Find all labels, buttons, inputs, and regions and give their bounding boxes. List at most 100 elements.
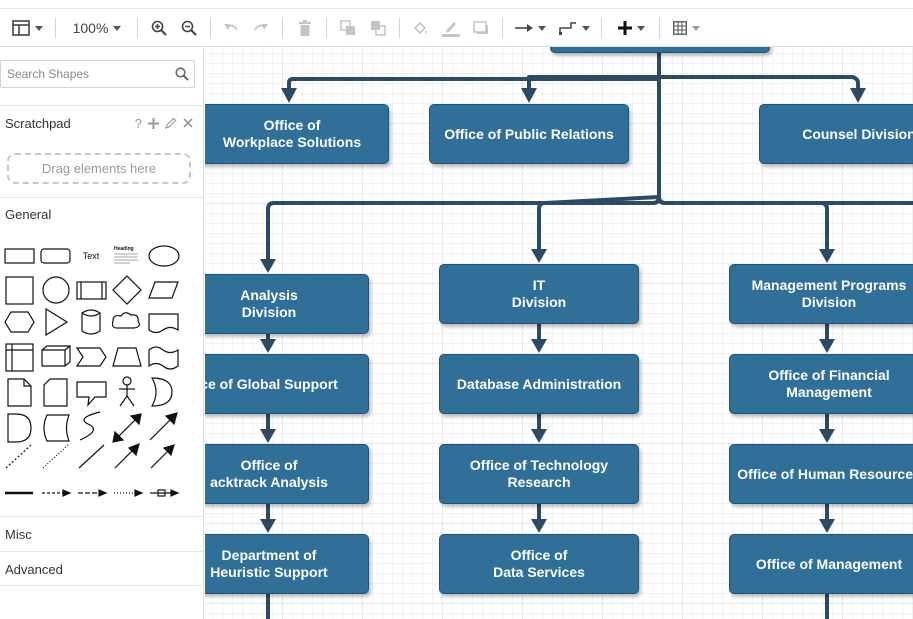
shape-parallelogram[interactable] — [148, 281, 179, 299]
shape-dotted-arrow[interactable] — [114, 489, 144, 497]
shape-step[interactable] — [75, 347, 107, 367]
shape-trapezoid[interactable] — [112, 347, 142, 367]
fill-color-button[interactable] — [409, 9, 433, 47]
shape-line[interactable] — [78, 444, 105, 469]
edge[interactable] — [659, 75, 860, 92]
node-database-administration[interactable]: Database Administration — [439, 354, 639, 414]
zoom-dropdown[interactable]: 100% — [66, 9, 128, 47]
node-workplace-solutions[interactable]: Office of Workplace Solutions — [205, 104, 389, 164]
edge[interactable] — [287, 52, 661, 92]
chevron-down-icon — [537, 25, 546, 31]
node-global-support[interactable]: ce of Global Support — [205, 354, 369, 414]
fill-color-icon — [413, 21, 427, 35]
shape-tape[interactable] — [148, 346, 179, 370]
shape-internal-storage[interactable] — [5, 343, 34, 372]
shape-rounded-rectangle[interactable] — [40, 248, 71, 264]
misc-section-header[interactable]: Misc — [0, 516, 203, 551]
diagram-canvas[interactable]: Office of Workplace Solutions Office of … — [205, 47, 913, 619]
shape-arrow[interactable] — [149, 412, 178, 441]
node-top-root[interactable] — [550, 47, 770, 53]
redo-button[interactable] — [249, 9, 273, 47]
insert-dropdown[interactable] — [612, 9, 650, 47]
node-heuristic-support[interactable]: Department of Heuristic Support — [205, 534, 369, 594]
shape-data-storage[interactable] — [43, 414, 70, 442]
node-backtrack-analysis[interactable]: Office of acktrack Analysis — [205, 444, 369, 504]
shape-dashed-line[interactable] — [5, 444, 32, 469]
advanced-section-header[interactable]: Advanced — [0, 551, 203, 586]
shape-ellipse[interactable] — [148, 245, 180, 267]
to-back-button[interactable] — [366, 9, 390, 47]
search-input[interactable] — [1, 61, 166, 87]
shape-heading-textbox[interactable]: Heading — [114, 246, 138, 264]
shape-labeled-connector[interactable] — [150, 489, 180, 497]
shape-rectangle[interactable] — [4, 248, 35, 264]
edge[interactable] — [657, 196, 829, 252]
node-it-division[interactable]: IT Division — [439, 264, 639, 324]
general-section-header[interactable]: General — [0, 197, 203, 232]
shape-diamond[interactable] — [112, 275, 142, 305]
shadow-button[interactable] — [469, 9, 493, 47]
node-office-of-management[interactable]: Office of Management — [729, 534, 913, 594]
delete-icon — [299, 20, 311, 36]
close-icon[interactable] — [183, 118, 193, 128]
shape-square[interactable] — [5, 276, 34, 305]
connection-arrow-icon — [514, 24, 533, 32]
shape-process[interactable] — [76, 281, 107, 300]
zoom-in-button[interactable] — [147, 9, 171, 47]
help-icon[interactable]: ? — [134, 116, 142, 131]
table-icon — [672, 21, 687, 35]
format-panel-button[interactable] — [8, 9, 46, 47]
shape-cloud[interactable] — [111, 312, 140, 329]
edit-icon[interactable] — [165, 117, 177, 129]
shape-note[interactable] — [7, 378, 32, 407]
shape-triangle[interactable] — [45, 307, 69, 337]
line-color-button[interactable] — [439, 9, 463, 47]
shape-hexagon[interactable] — [4, 311, 35, 333]
shape-dashed-arrow[interactable] — [42, 489, 72, 497]
shape-dotted-line[interactable] — [42, 444, 69, 469]
connection-style-dropdown[interactable] — [511, 9, 549, 47]
node-technology-research[interactable]: Office of Technology Research — [439, 444, 639, 504]
node-counsel-division[interactable]: Counsel Division — [759, 104, 913, 164]
node-public-relations[interactable]: Office of Public Relations — [429, 104, 629, 164]
shape-or[interactable] — [150, 377, 173, 407]
shape-callout[interactable] — [76, 381, 107, 407]
node-management-programs[interactable]: Management Programs Division — [729, 264, 913, 324]
node-financial-management[interactable]: Office of Financial Management — [729, 354, 913, 414]
shape-cube[interactable] — [41, 345, 71, 367]
table-dropdown[interactable] — [668, 9, 704, 47]
shape-card[interactable] — [43, 378, 68, 407]
scratchpad-dropzone[interactable]: Drag elements here — [7, 153, 191, 184]
arrowhead — [260, 259, 276, 273]
edge[interactable] — [657, 196, 913, 205]
shape-document[interactable] — [148, 313, 179, 334]
delete-button[interactable] — [293, 9, 317, 47]
waypoints-dropdown[interactable] — [555, 9, 593, 47]
scratchpad-section[interactable]: Scratchpad ? — [0, 105, 203, 140]
zoom-in-icon — [151, 20, 167, 36]
edge[interactable] — [537, 195, 660, 252]
shape-cylinder[interactable] — [81, 309, 101, 335]
shape-actor[interactable] — [119, 376, 135, 407]
svg-text:Heading: Heading — [114, 246, 134, 252]
shape-text[interactable]: Text — [83, 251, 100, 261]
toolbar-divider — [55, 18, 56, 38]
shape-arrow-connector[interactable] — [78, 489, 108, 497]
shape-bidirectional-arrow[interactable] — [112, 413, 142, 443]
node-human-resources[interactable]: Office of Human Resources — [729, 444, 913, 504]
shape-connector-arrow[interactable] — [150, 444, 175, 469]
shape-delay[interactable] — [7, 413, 32, 443]
toolbar-divider — [601, 18, 602, 38]
zoom-out-button[interactable] — [177, 9, 201, 47]
search-icon[interactable] — [175, 67, 189, 81]
add-icon[interactable] — [148, 118, 159, 129]
shape-curve[interactable] — [79, 411, 101, 441]
shape-circle[interactable] — [42, 276, 70, 304]
node-analysis-division[interactable]: Analysis Division — [205, 274, 369, 334]
node-data-services[interactable]: Office of Data Services — [439, 534, 639, 594]
to-front-button[interactable] — [336, 9, 360, 47]
edge[interactable] — [527, 75, 659, 92]
undo-button[interactable] — [219, 9, 243, 47]
shape-directional-connector[interactable] — [114, 442, 140, 469]
waypoint-icon — [558, 22, 576, 35]
